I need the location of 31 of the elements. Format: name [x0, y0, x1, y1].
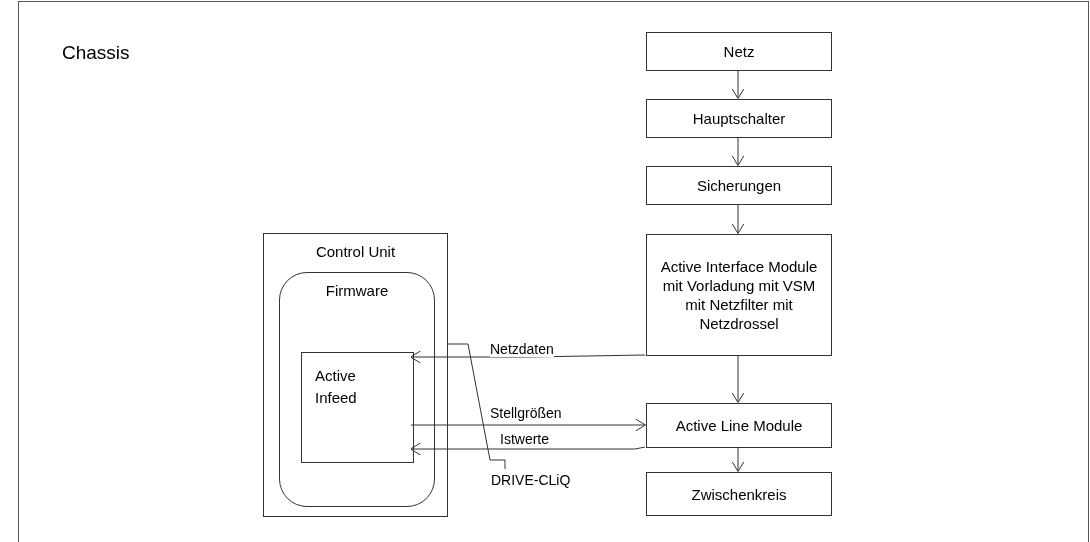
arrow	[731, 136, 745, 166]
arrow	[410, 442, 646, 456]
node-label: Active Line Module	[675, 416, 803, 435]
process-box	[646, 403, 832, 448]
process-box	[646, 166, 832, 205]
chassis-frame	[18, 1, 1089, 542]
process-box	[646, 234, 832, 356]
node-label: Control Unit	[315, 242, 396, 262]
arrow	[731, 446, 745, 472]
edge-label: Netzdaten	[490, 341, 554, 357]
node-label: Netz	[723, 42, 755, 61]
node-label: Firmware	[325, 281, 389, 301]
rounded-box	[279, 272, 435, 507]
module-box	[301, 352, 414, 463]
node-label: Active Infeed	[315, 367, 357, 406]
node-label: Chassis	[62, 42, 130, 63]
node-label: Zwischenkreis	[691, 484, 787, 504]
edge-label: Istwerte	[500, 431, 549, 447]
arrow	[410, 418, 646, 432]
process-box	[646, 99, 832, 138]
arrow	[731, 69, 745, 99]
node-label: Sicherungen	[696, 176, 782, 195]
edge-label: Stellgrößen	[490, 405, 562, 421]
arrow	[731, 203, 745, 234]
bus-label: DRIVE-CLiQ	[491, 470, 581, 490]
process-box	[646, 32, 832, 71]
arrow	[731, 354, 745, 403]
process-box	[646, 472, 832, 516]
node-label: Active Interface Module mit Vorladung mit VSM mit Netzfilter mit Netzdrossel	[659, 257, 819, 333]
node-label: Hauptschalter	[692, 109, 786, 128]
unit-box	[263, 233, 448, 517]
